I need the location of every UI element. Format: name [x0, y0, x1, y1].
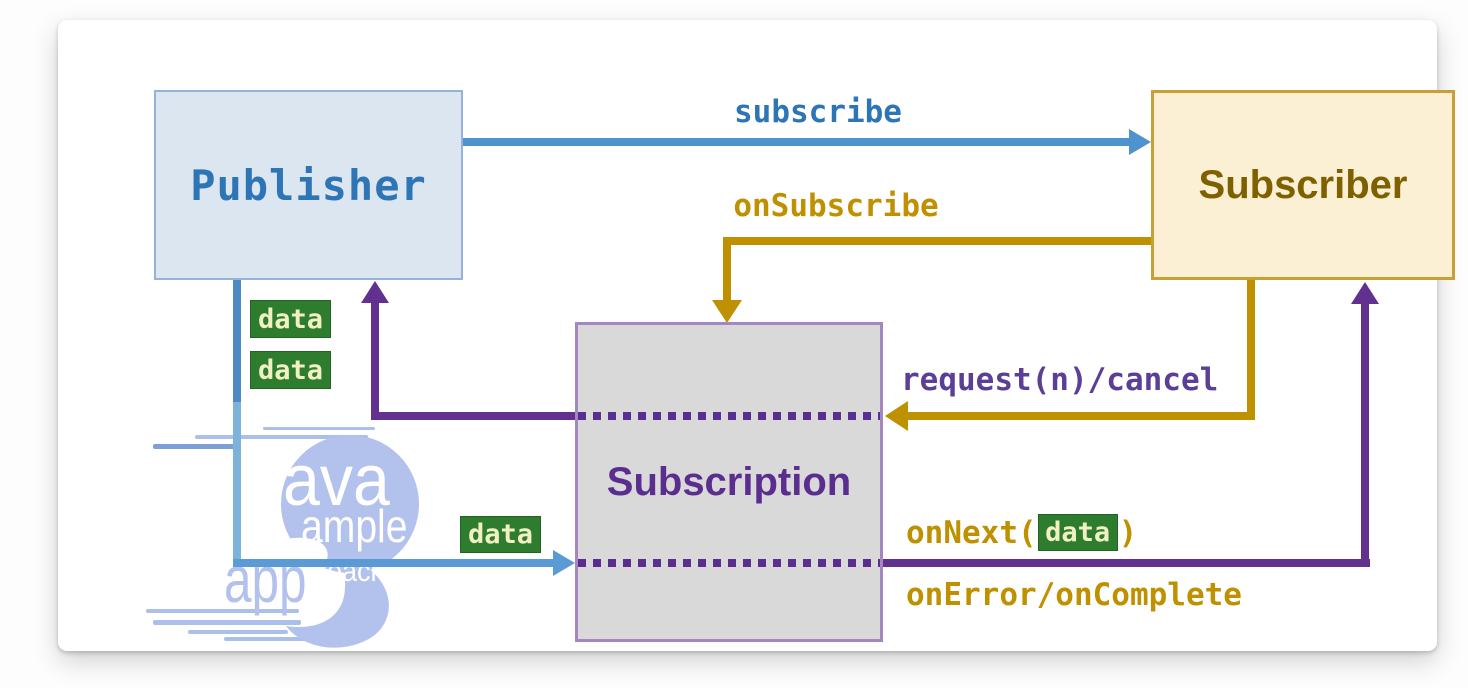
publisher-box: Publisher: [154, 90, 463, 280]
onsubscribe-arrow-hline: [723, 237, 1151, 245]
data-arrow-vline-upper: [233, 280, 241, 402]
onnext-label-prefix: onNext(: [906, 514, 1037, 551]
onnext-data-badge: data: [1037, 514, 1118, 551]
subscription-dotted-line-top: [578, 412, 880, 420]
watermark-speed-line: [153, 620, 301, 625]
watermark-speed-line: [188, 630, 288, 634]
subscribe-arrowhead: [1129, 129, 1151, 155]
data-badge-1: data: [250, 300, 331, 338]
data-arrowhead: [553, 550, 575, 576]
subscription-to-publisher-hline: [371, 412, 575, 420]
subscription-to-publisher-vline: [371, 300, 379, 420]
watermark-text-ava: ava: [283, 441, 390, 521]
subscription-dotted-line-bottom: [578, 559, 880, 567]
onsubscribe-arrowhead: [712, 300, 742, 323]
watermark-text-ample: ample: [301, 500, 408, 552]
onsubscribe-label: onSubscribe: [733, 188, 939, 224]
data-arrow-hline: [233, 559, 555, 567]
onnext-label: onNext( data ): [906, 514, 1137, 551]
onnext-label-suffix: ): [1118, 514, 1138, 551]
data-badge-3: data: [460, 516, 541, 553]
subscribe-arrow-line: [463, 138, 1131, 146]
onnext-arrowhead: [1351, 282, 1379, 304]
subscribe-label: subscribe: [734, 94, 902, 130]
onnext-arrow-hline: [883, 559, 1370, 567]
diagram-card: ava ample app roach Publishe: [58, 20, 1455, 651]
subscription-box: Subscription: [575, 322, 883, 642]
request-cancel-arrow-hline: [904, 412, 1255, 420]
onsubscribe-arrow-vline: [723, 237, 731, 301]
watermark-speed-line: [153, 444, 239, 449]
publisher-label: Publisher: [190, 160, 427, 210]
subscriber-box: Subscriber: [1151, 90, 1455, 280]
subscription-to-publisher-arrowhead: [361, 281, 389, 303]
data-badge-2: data: [250, 351, 331, 389]
request-cancel-label: request(n)/cancel: [901, 362, 1219, 398]
request-cancel-arrow-vline: [1247, 280, 1255, 420]
watermark-speed-line: [224, 637, 321, 641]
watermark-speed-line: [263, 427, 375, 430]
subscriber-label: Subscriber: [1198, 162, 1408, 207]
onnext-arrow-vline: [1361, 301, 1369, 567]
watermark-speed-line: [146, 609, 299, 613]
watermark-logo-blob: [228, 435, 419, 648]
watermark-speed-line: [195, 435, 368, 439]
onerror-oncomplete-label: onError/onComplete: [906, 577, 1242, 613]
data-arrow-vline-lower: [233, 402, 241, 564]
subscription-label: Subscription: [606, 459, 852, 504]
request-cancel-arrowhead: [885, 401, 908, 431]
